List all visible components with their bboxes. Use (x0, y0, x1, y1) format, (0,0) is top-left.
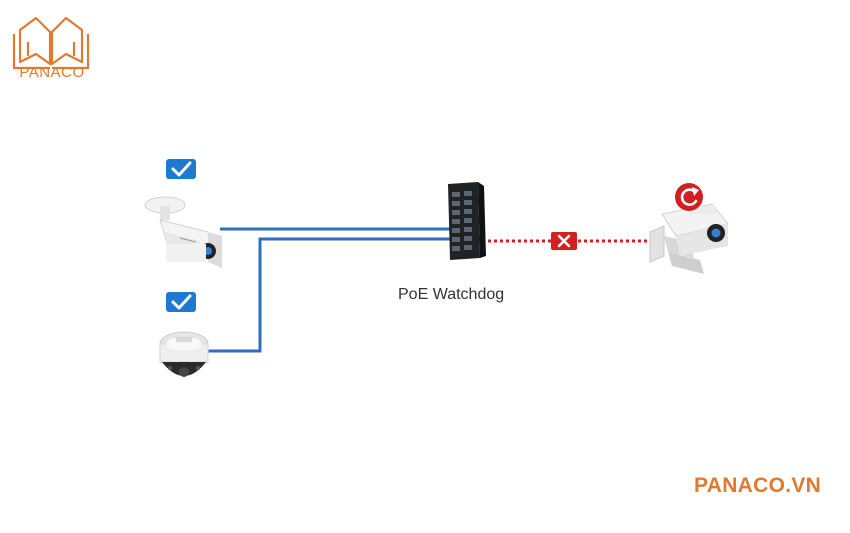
poe-watchdog-label: PoE Watchdog (398, 286, 505, 303)
fault-x-icon (551, 232, 577, 250)
check-badge-camera-1 (166, 159, 196, 179)
rebooting-camera-icon (649, 203, 729, 274)
link-camera-2 (207, 237, 452, 353)
reboot-icon (675, 183, 703, 211)
dome-camera-icon (159, 331, 209, 377)
bullet-camera-icon (144, 196, 222, 268)
brand-logo-text: PANACO (19, 64, 85, 81)
network-switch-icon (448, 182, 486, 260)
panaco-book-logo-icon (12, 16, 90, 70)
check-badge-camera-2 (166, 292, 196, 312)
brand-url-text: PANACO.VN (694, 474, 822, 497)
